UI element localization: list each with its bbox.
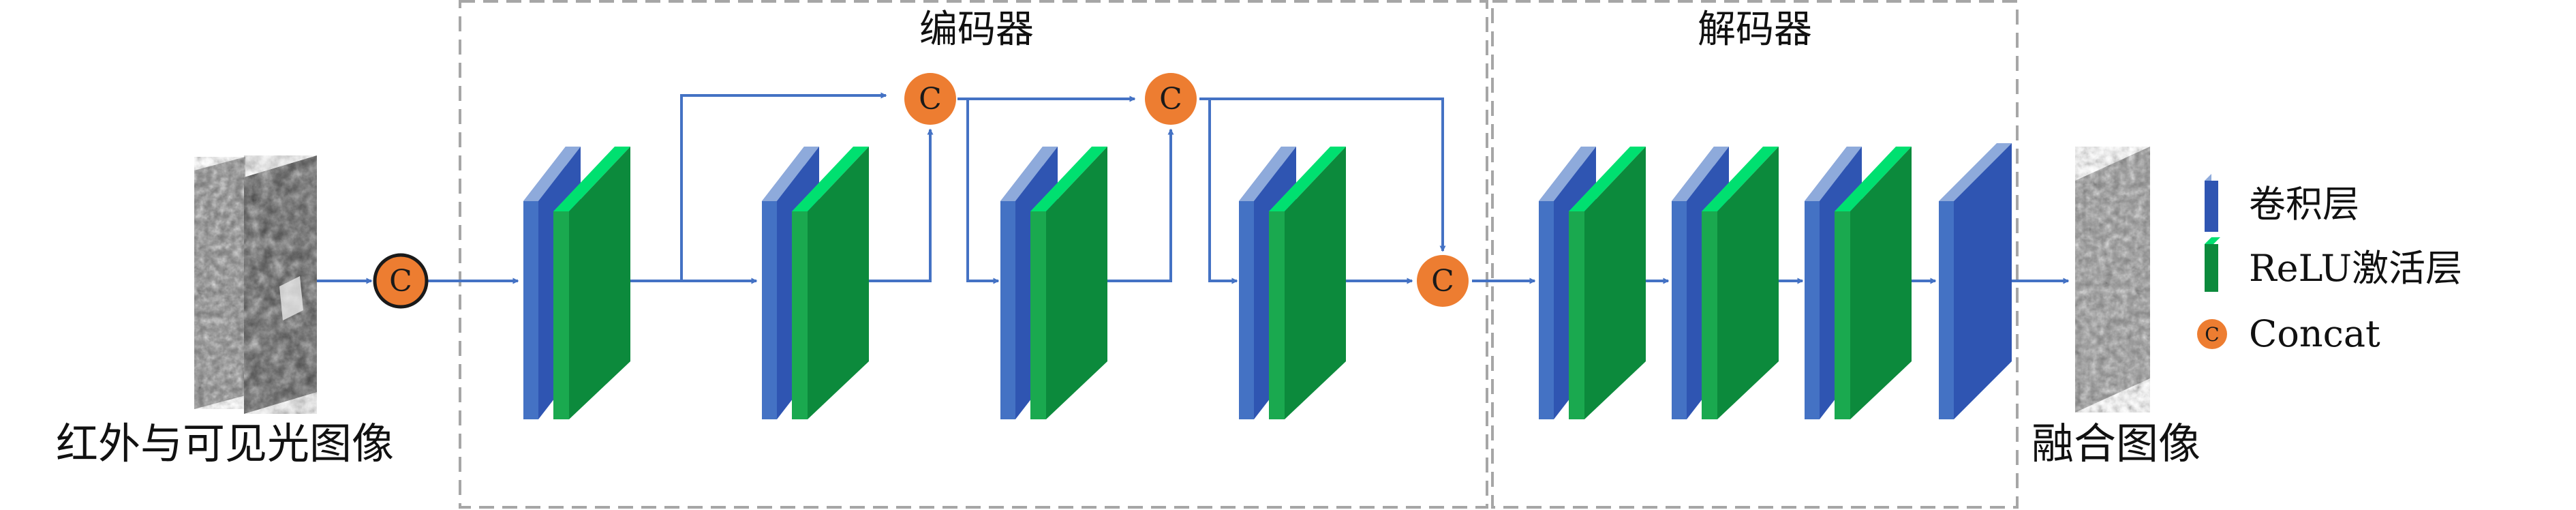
encoder-block-1	[523, 147, 630, 419]
relu-layer	[1569, 147, 1646, 419]
decoder-region-border	[1491, 0, 2019, 509]
relu-layer	[792, 147, 869, 419]
legend-conv-label: 卷积层	[2249, 183, 2359, 226]
relu-layer	[1835, 147, 1912, 419]
output-label: 融合图像	[2031, 419, 2201, 468]
encoder-block-4	[1239, 147, 1346, 419]
fused-image-icon	[2075, 147, 2150, 412]
relu-layer	[1030, 147, 1107, 419]
encoder-region-border	[459, 0, 1488, 509]
legend: 卷积层 ReLU激活层 C Concat	[2197, 174, 2462, 355]
decoder-title: 解码器	[1698, 7, 1812, 52]
concat-node-icon	[1145, 73, 1197, 125]
concat-node-encoder-1: C	[904, 73, 956, 125]
decoder-block-2	[1672, 147, 1779, 419]
concat-node-icon	[2197, 319, 2227, 349]
encoder-title: 编码器	[919, 7, 1034, 52]
concat-node-icon	[373, 253, 429, 309]
concat-node-encoder-out: C	[1417, 255, 1469, 307]
legend-relu: ReLU激活层	[2205, 237, 2462, 292]
legend-conv: 卷积层	[2205, 174, 2359, 232]
decoder-final-conv-layer	[1939, 143, 2012, 419]
encoder-block-3	[1000, 147, 1107, 419]
legend-concat-letter: C	[2205, 323, 2219, 346]
concat-letter: C	[1431, 264, 1454, 299]
relu-layer	[553, 147, 630, 419]
input-images	[194, 155, 317, 414]
layer-blocks	[523, 143, 2012, 419]
encoder-block-2	[762, 147, 869, 419]
relu-layer	[1702, 147, 1779, 419]
legend-concat-label: Concat	[2249, 312, 2380, 355]
arrow-concat3-block4	[1199, 97, 1238, 284]
arrow-block3-concat3	[1077, 128, 1174, 282]
concat-node-input: C	[373, 253, 429, 309]
visible-image-icon	[244, 155, 317, 414]
concat-letter: C	[919, 82, 942, 117]
skip-block1-concat2	[680, 92, 887, 281]
legend-relu-label: ReLU激活层	[2249, 247, 2462, 290]
arrow-concat3-final-concat	[1199, 97, 1446, 252]
decoder-block-3	[1805, 147, 1912, 419]
concat-node-encoder-2: C	[1145, 73, 1197, 125]
infrared-image-icon	[194, 157, 245, 409]
decoder-block-1	[1539, 147, 1646, 419]
concat-node-icon	[1417, 255, 1469, 307]
input-label: 红外与可见光图像	[56, 419, 394, 468]
concat-letter: C	[389, 264, 412, 299]
arrow-concat2-block3	[957, 97, 1000, 284]
concat-letter: C	[1159, 82, 1182, 117]
relu-layer	[1269, 147, 1346, 419]
concat-node-icon	[904, 73, 956, 125]
legend-concat: C Concat	[2197, 312, 2380, 355]
